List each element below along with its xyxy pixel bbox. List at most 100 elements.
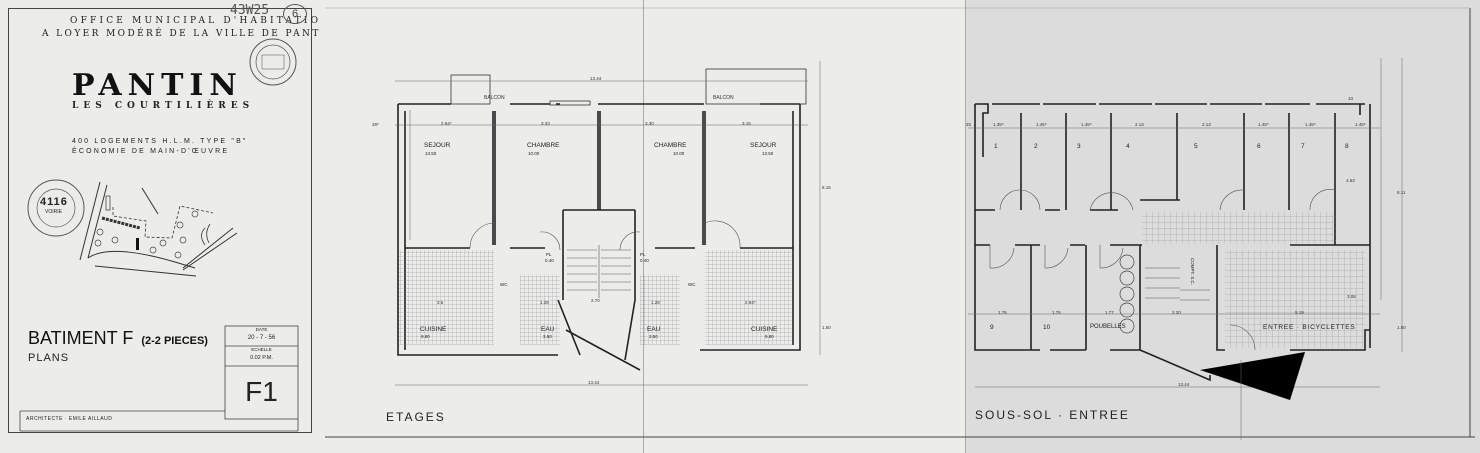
dimension-lines: [395, 61, 821, 386]
room-label: CUISINE: [420, 326, 447, 333]
handwritten-reference: 43W25: [230, 3, 270, 18]
room-area: 13.50: [762, 151, 774, 156]
mairie-stamp: [27, 179, 85, 237]
building-f-marker: [136, 238, 139, 250]
poubelles-label: POUBELLES: [1090, 324, 1126, 330]
dim-cellar-width: 1.45⁵: [1036, 122, 1047, 127]
dim-cellar-width: 2.13: [1135, 122, 1144, 127]
room-area: 0.40: [640, 258, 649, 263]
office-line-2: A LOYER MODÉRÉ DE LA VILLE DE PANTIN: [42, 29, 337, 39]
architect-name: ARCHITECTE · EMILE AILLAUD: [26, 416, 113, 422]
room-label: SEJOUR: [424, 142, 451, 149]
scale-label: ECHELLE: [251, 347, 272, 352]
room-label: PL: [546, 252, 552, 257]
dim-room-width: 2.94⁵: [441, 121, 452, 126]
room-area: 0.40: [545, 258, 554, 263]
cellar-number: 1: [994, 143, 998, 150]
floor-plan-sheet: [320, 0, 965, 453]
dim-poubelles-width: 1.77: [1105, 310, 1114, 315]
plan-caption-etages: ETAGES: [386, 410, 446, 424]
room-area: 3.50: [649, 334, 658, 339]
dim-overall-width-bottom: 13.44: [588, 380, 600, 385]
dim-front-offset: 1.50: [1397, 325, 1406, 330]
plan-caption-sous-sol: SOUS-SOL · ENTREE: [975, 408, 1130, 422]
dimension-lines: [968, 58, 1403, 440]
door-swings: [989, 189, 1336, 351]
cellar-number: 6: [1257, 143, 1261, 150]
dim-cellar-width: 1.45⁵: [1355, 122, 1366, 127]
program-line-1: 400 LOGEMENTS H.L.M. TYPE "B": [72, 138, 248, 145]
dim-overall-depth: 8.15: [822, 185, 831, 190]
dim-room-width: 3.30: [645, 121, 654, 126]
sheet-number: F1: [245, 376, 278, 407]
dim-overall-width-bottom: 13.44: [1178, 382, 1190, 387]
cellar-number: 10: [1043, 324, 1051, 331]
date-value: 20 - 7 - 56: [247, 335, 276, 341]
title-block-sheet: OFFICE MUNICIPAL D'HABITATIONS A LOYER M…: [0, 0, 338, 453]
plans-label: PLANS: [28, 352, 70, 364]
office-stamp: [249, 38, 297, 86]
paper-fold: [643, 0, 644, 453]
mairie-stamp-number: 4116: [40, 196, 68, 208]
dim-cellar-width: 1.45⁵: [1081, 122, 1092, 127]
room-label: WC: [500, 282, 508, 287]
dim-cellar-width: 1.35⁵: [993, 122, 1004, 127]
room-label: CUISINE: [751, 326, 778, 333]
room-label: PL: [640, 252, 646, 257]
room-label: WC: [688, 282, 696, 287]
dim-front-offset: 1.50: [822, 325, 831, 330]
cellar-number: 5: [1194, 143, 1198, 150]
balcony-label: BALCON: [713, 95, 734, 101]
room-label: SEJOUR: [750, 142, 777, 149]
paper-fold: [965, 0, 966, 453]
door-swings: [469, 220, 741, 251]
stair: [567, 245, 631, 298]
trash-bins: [1119, 254, 1135, 334]
building-type: (2-2 PIECES): [141, 335, 208, 347]
cellar-number: 8: [1345, 143, 1349, 150]
project-title: PANTIN: [72, 68, 243, 103]
room-label: CHAMBRE: [654, 142, 687, 149]
title-block-grid: [19, 325, 299, 432]
title-block-frame: [8, 8, 312, 433]
dim-room-width: 3.33: [541, 121, 550, 126]
room-label: CHAMBRE: [527, 142, 560, 149]
cellar-number: 3: [1077, 143, 1081, 150]
dim-overall-depth: 8.11: [1397, 190, 1406, 195]
building-name: BATIMENT F: [28, 328, 134, 348]
dim-depth: 4.53: [1346, 178, 1355, 183]
dim-room-width: 3.5: [437, 300, 444, 305]
dim-cellar-width: 1.45⁵: [1258, 122, 1269, 127]
dim-room-width: 2.94⁵: [745, 300, 756, 305]
sous-sol-walls: [974, 103, 1371, 382]
site-location-map: [79, 181, 238, 277]
dim-stair-width: 2.20: [1172, 310, 1181, 315]
dim-cellar-width: 1.76: [998, 310, 1007, 315]
dim-cellar-width: 1.45⁵: [1305, 122, 1316, 127]
cellar-number: 2: [1034, 143, 1038, 150]
dim-overall-width-top: 13.44: [590, 76, 602, 81]
room-area: 3.50: [543, 334, 552, 339]
dim-stair-width: 2.70: [591, 298, 600, 303]
dim-cellar-width: 1.76: [1052, 310, 1061, 315]
room-area: 9.80: [421, 334, 430, 339]
stair: [1145, 267, 1210, 301]
dim-wall: 10: [1348, 96, 1354, 101]
dim-room-width: 1.28: [540, 300, 549, 305]
room-area: 10.00: [673, 151, 685, 156]
room-area: 9.80: [765, 334, 774, 339]
scale-value: 0.02 P.M.: [250, 355, 273, 361]
cellar-number: 4: [1126, 143, 1130, 150]
date-label: DATE: [255, 327, 268, 332]
room-area: 13.50: [425, 151, 437, 156]
entree-label: ENTREE · BICYCLETTES: [1263, 324, 1356, 331]
dim-room-width: 3.15: [742, 121, 751, 126]
mairie-stamp-label: VOIRIE: [45, 209, 62, 215]
dim-entree-depth: 3.08: [1347, 294, 1356, 299]
room-area: 10.00: [528, 151, 540, 156]
cellar-number: 7: [1301, 143, 1305, 150]
room-label: EAU: [647, 326, 661, 333]
project-subtitle: LES COURTILIÈRES: [72, 101, 255, 111]
